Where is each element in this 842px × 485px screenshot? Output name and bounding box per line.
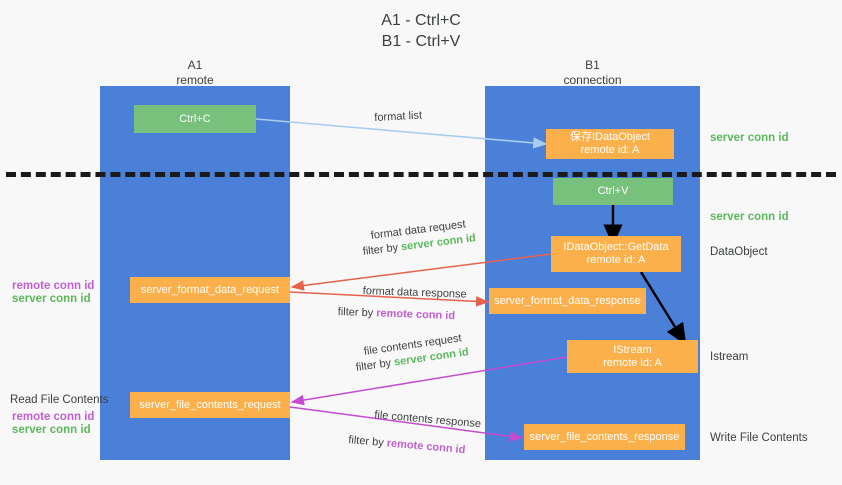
box-server-file-contents-request[interactable]: server_file_contents_request [130,392,290,418]
box-idataobject-getdata[interactable]: IDataObject::GetData remote id: A [551,236,681,272]
label-server-conn-id-top: server conn id [710,132,789,144]
label-read-file-contents: Read File Contents [10,394,109,406]
filter-value-remote-conn-id: remote conn id [386,437,466,457]
box-save-idataobject[interactable]: 保存IDataObject remote id: A [546,129,674,159]
box-ctrl-c[interactable]: Ctrl+C [134,105,256,133]
filter-prefix: filter by [347,433,388,450]
label-istream: Istream [710,351,749,363]
label-remote-conn-id-top: remote conn id [12,280,95,292]
lane-header-a1: A1 remote [176,58,214,87]
phase-divider [6,172,836,177]
box-server-file-contents-response[interactable]: server_file_contents_response [524,424,685,450]
filter-prefix: filter by [362,241,402,258]
box-server-format-data-response[interactable]: server_format_data_response [489,288,646,314]
page-title: A1 - Ctrl+C B1 - Ctrl+V [381,12,461,50]
box-server-format-data-request[interactable]: server_format_data_request [130,277,290,303]
label-server-conn-id-mid: server conn id [710,211,789,223]
lane-header-b1: B1 connection [563,58,622,87]
edge-label-format-data-response-filter: filter by remote conn id [338,305,456,323]
box-istream[interactable]: IStream remote id: A [567,340,698,373]
edge-label-format-list: format list [374,109,423,124]
edge-label-format-data-response: format data response [362,284,467,301]
label-write-file-contents: Write File Contents [710,432,808,444]
label-server-conn-id-left-bottom: server conn id [12,424,91,436]
label-server-conn-id-left-top: server conn id [12,293,91,305]
filter-value-remote-conn-id: remote conn id [376,307,456,323]
filter-prefix: filter by [337,305,377,320]
edge-label-file-contents-response-filter: filter by remote conn id [348,433,466,457]
label-remote-conn-id-bottom: remote conn id [12,411,95,423]
filter-prefix: filter by [355,356,395,374]
edge-label-file-contents-response: file contents response [373,408,482,431]
label-dataobject: DataObject [710,246,768,258]
box-ctrl-v[interactable]: Ctrl+V [553,178,673,205]
